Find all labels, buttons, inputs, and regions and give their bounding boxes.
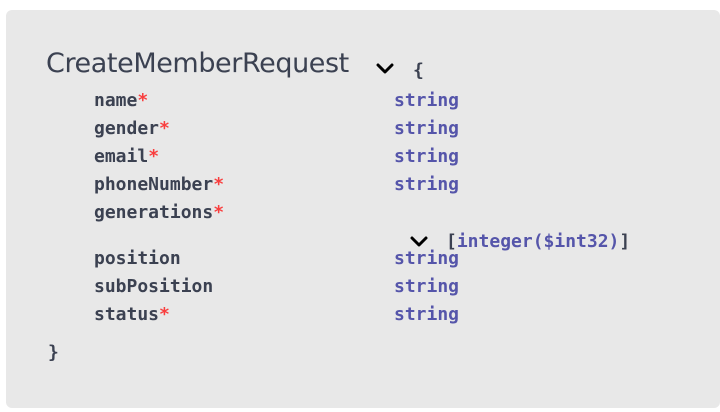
required-marker: * xyxy=(213,202,225,223)
chevron-down-icon[interactable] xyxy=(375,61,395,77)
array-bracket-close: ] xyxy=(619,231,631,252)
property-label: name xyxy=(94,90,138,111)
required-marker: * xyxy=(148,146,160,167)
schema-model-card: CreateMemberRequest { name* string gende… xyxy=(6,10,720,408)
property-label: gender xyxy=(94,118,160,139)
chevron-down-icon[interactable] xyxy=(409,234,429,250)
property-type: string xyxy=(394,174,460,195)
property-name: position xyxy=(94,250,181,268)
required-marker: * xyxy=(213,174,225,195)
property-type: string xyxy=(394,146,460,167)
property-label: subPosition xyxy=(94,276,214,297)
property-name: generations* xyxy=(94,204,224,222)
property-name: subPosition xyxy=(94,278,213,296)
array-type: [integer($int32)] xyxy=(446,233,630,251)
array-item-type: integer($int32) xyxy=(456,231,620,252)
property-name: name* xyxy=(94,92,148,110)
property-type: string xyxy=(394,90,460,111)
property-type: string xyxy=(394,304,460,325)
model-title[interactable]: CreateMemberRequest xyxy=(46,48,349,79)
property-name: status* xyxy=(94,306,170,324)
array-bracket-open: [ xyxy=(446,231,457,252)
property-name: phoneNumber* xyxy=(94,176,224,194)
property-type: string xyxy=(394,276,460,297)
required-marker: * xyxy=(159,118,170,139)
required-marker: * xyxy=(137,90,149,111)
property-label: phoneNumber xyxy=(94,174,214,195)
required-marker: * xyxy=(159,304,170,325)
brace-open: { xyxy=(413,60,424,81)
property-label: position xyxy=(94,248,181,269)
property-name: email* xyxy=(94,148,159,166)
property-type: string xyxy=(394,248,460,269)
property-type: string xyxy=(394,118,460,139)
property-label: status xyxy=(94,304,160,325)
property-name: gender* xyxy=(94,120,170,138)
property-label: generations xyxy=(94,202,214,223)
property-label: email xyxy=(94,146,149,167)
brace-close: } xyxy=(48,342,59,363)
